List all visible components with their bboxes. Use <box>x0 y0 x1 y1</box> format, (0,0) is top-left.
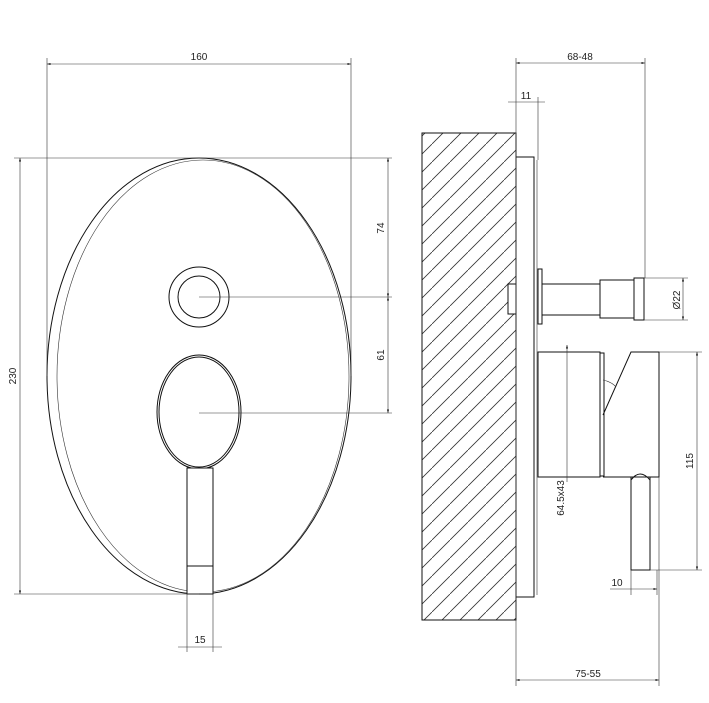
diameter-dimension: Ø22 <box>672 290 683 309</box>
valve-body <box>537 351 601 478</box>
upper-dimension: 74 <box>376 222 387 234</box>
lever-width-dimension-side: 10 <box>611 578 623 589</box>
front-view: 160 230 74 61 15 <box>8 52 392 652</box>
lever-height-dimension: 115 <box>685 453 696 469</box>
plate-profile <box>515 156 535 598</box>
side-lever <box>630 476 651 571</box>
lever-width-dimension: 15 <box>194 635 206 646</box>
body-dimension: 64.5x43 <box>556 480 567 516</box>
width-dimension: 160 <box>191 52 208 63</box>
projection-dimension: 68-48 <box>567 52 593 63</box>
lower-dimension: 61 <box>376 349 387 361</box>
side-view: 68-48 11 Ø22 64.5x43 115 10 75-55 <box>421 52 702 686</box>
lever <box>186 467 214 595</box>
height-dimension: 230 <box>8 367 19 384</box>
plate-dimension: 11 <box>521 91 532 102</box>
wall-section <box>421 132 517 621</box>
mixer-handle <box>156 354 242 470</box>
depth-dimension: 75-55 <box>575 669 601 680</box>
